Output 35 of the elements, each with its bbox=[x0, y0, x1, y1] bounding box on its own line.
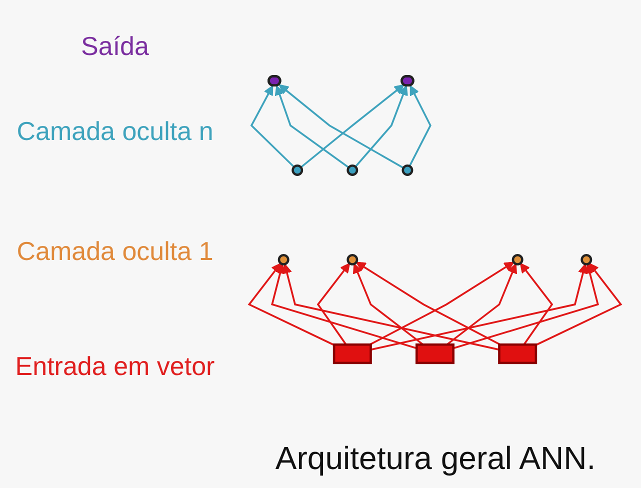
neuron-circle bbox=[346, 254, 358, 266]
arrow bbox=[354, 86, 408, 168]
neuron-circle bbox=[278, 254, 290, 266]
arrow bbox=[352, 264, 424, 346]
layer-label: Saída bbox=[80, 30, 150, 62]
neuron-circle bbox=[580, 254, 592, 266]
input-square bbox=[416, 344, 454, 365]
arrow bbox=[271, 264, 417, 350]
arrow bbox=[370, 264, 588, 352]
arrow bbox=[274, 86, 350, 169]
arrow bbox=[408, 86, 432, 167]
neuron-circle bbox=[402, 164, 414, 176]
caption: Arquitetura geral ANN. bbox=[274, 440, 597, 477]
arrow bbox=[536, 263, 622, 346]
arrow bbox=[250, 86, 295, 168]
arrow bbox=[300, 84, 404, 168]
neuron-circle bbox=[292, 164, 304, 176]
arrow bbox=[278, 84, 404, 170]
arrow bbox=[282, 264, 500, 352]
output-ellipse bbox=[268, 75, 282, 87]
arrow bbox=[453, 264, 599, 350]
neuron-circle bbox=[512, 254, 524, 266]
arrow bbox=[248, 263, 334, 346]
neuron-circle bbox=[346, 164, 358, 176]
arrow bbox=[446, 264, 518, 346]
layer-label: Camada oculta n bbox=[16, 115, 214, 147]
arrow bbox=[369, 262, 514, 346]
arrow bbox=[520, 263, 554, 346]
output-ellipse bbox=[400, 75, 414, 87]
layer-label: Entrada em vetor bbox=[14, 350, 216, 382]
input-square bbox=[498, 344, 538, 365]
input-square bbox=[332, 344, 372, 365]
layer-label: Camada oculta 1 bbox=[16, 235, 214, 267]
arrow bbox=[356, 262, 501, 346]
arrow bbox=[316, 263, 350, 346]
